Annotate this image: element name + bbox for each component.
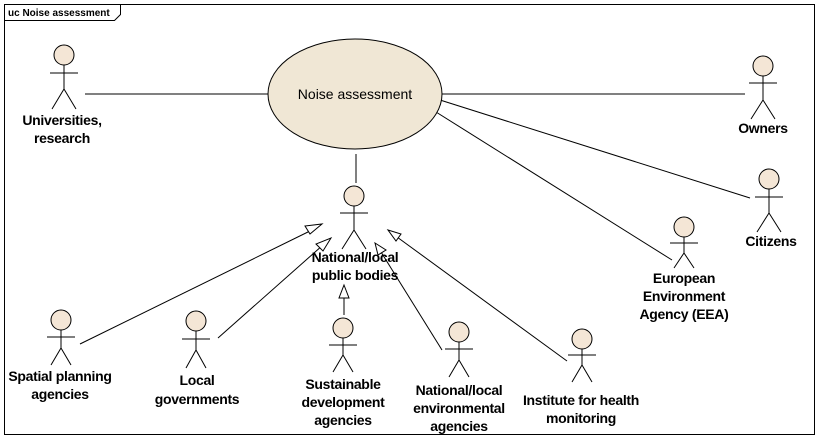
actor-spatial-head	[50, 309, 72, 331]
actor-public-bodies-body	[340, 206, 368, 250]
actor-public-bodies-head	[343, 185, 365, 207]
actor-sustainable-label-3: agencies	[314, 412, 372, 428]
actor-spatial-label-2: agencies	[31, 386, 89, 402]
actor-sustainable-head	[332, 317, 354, 339]
actor-health-label-2: monitoring	[546, 410, 616, 426]
use-case-ellipse	[267, 38, 443, 150]
actor-public-bodies: National/local public bodies	[312, 185, 399, 283]
actor-eea-label-3: Agency (EEA)	[640, 306, 729, 322]
assoc-eea	[435, 111, 673, 261]
actor-universities-head	[53, 44, 75, 66]
actor-sustainable-body	[329, 338, 357, 373]
actor-local-gov-label-1: Local	[179, 372, 214, 388]
gen-env-agencies-arrow	[374, 241, 387, 256]
actor-sustainable: Sustainable development agencies	[301, 317, 385, 428]
actor-public-bodies-label-2: public bodies	[312, 267, 399, 283]
frame-tab	[4, 4, 121, 21]
gen-local-gov	[217, 244, 324, 339]
actor-local-gov-head	[185, 310, 207, 332]
actor-owners-label: Owners	[738, 120, 788, 136]
actor-health-head	[571, 328, 593, 350]
actor-health-body	[568, 349, 596, 383]
actor-eea-head	[673, 216, 695, 238]
gen-health	[396, 236, 568, 362]
actor-local-gov: Local governments	[155, 310, 240, 407]
actor-citizens: Citizens	[745, 168, 797, 249]
actor-universities-body	[50, 65, 78, 110]
actor-spatial: Spatial planning agencies	[8, 309, 112, 402]
actor-local-gov-body	[182, 331, 210, 369]
actor-owners: Owners	[738, 55, 789, 136]
actor-sustainable-label-1: Sustainable	[305, 376, 381, 392]
actor-eea-label-2: Environment	[643, 288, 726, 304]
actor-env-agencies-label-1: National/local	[416, 382, 503, 398]
actor-eea: European Environment Agency (EEA)	[640, 216, 729, 322]
actor-sustainable-label-2: development	[301, 394, 385, 410]
actor-env-agencies-label-2: environmental	[413, 400, 505, 416]
actor-spatial-body	[47, 330, 75, 366]
assoc-citizens	[439, 99, 751, 199]
actor-citizens-head	[758, 168, 780, 190]
use-case-label: Noise assessment	[298, 86, 412, 102]
actor-public-bodies-label-1: National/local	[312, 249, 399, 265]
actor-universities-label-2: research	[34, 130, 90, 146]
gen-spatial-arrow	[304, 223, 324, 235]
gen-sustainable-arrow	[338, 283, 350, 299]
actor-env-agencies-label-3: agencies	[430, 418, 488, 434]
actor-spatial-label-1: Spatial planning	[8, 368, 111, 384]
actor-env-agencies-head	[448, 321, 470, 343]
actor-local-gov-label-2: governments	[155, 391, 240, 407]
diagram-frame	[4, 4, 815, 435]
gen-local-gov-arrow	[315, 236, 333, 252]
actor-universities: Universities, research	[22, 44, 102, 146]
actor-env-agencies-body	[445, 342, 473, 378]
actor-eea-label-1: European	[653, 270, 715, 286]
actor-health: Institute for health monitoring	[523, 328, 639, 426]
actor-health-label-1: Institute for health	[523, 392, 639, 408]
gen-health-arrow	[386, 229, 402, 242]
actor-universities-label-1: Universities,	[22, 112, 101, 128]
actor-owners-head	[752, 55, 774, 77]
frame-title: uc Noise assessment	[8, 8, 110, 19]
gen-spatial	[79, 229, 313, 345]
actor-citizens-label: Citizens	[745, 233, 797, 249]
actor-eea-body	[670, 237, 698, 269]
actor-owners-body	[749, 76, 777, 120]
gen-env-agencies	[380, 251, 443, 351]
actor-env-agencies: National/local environmental agencies	[413, 321, 505, 434]
actor-citizens-body	[755, 189, 783, 233]
